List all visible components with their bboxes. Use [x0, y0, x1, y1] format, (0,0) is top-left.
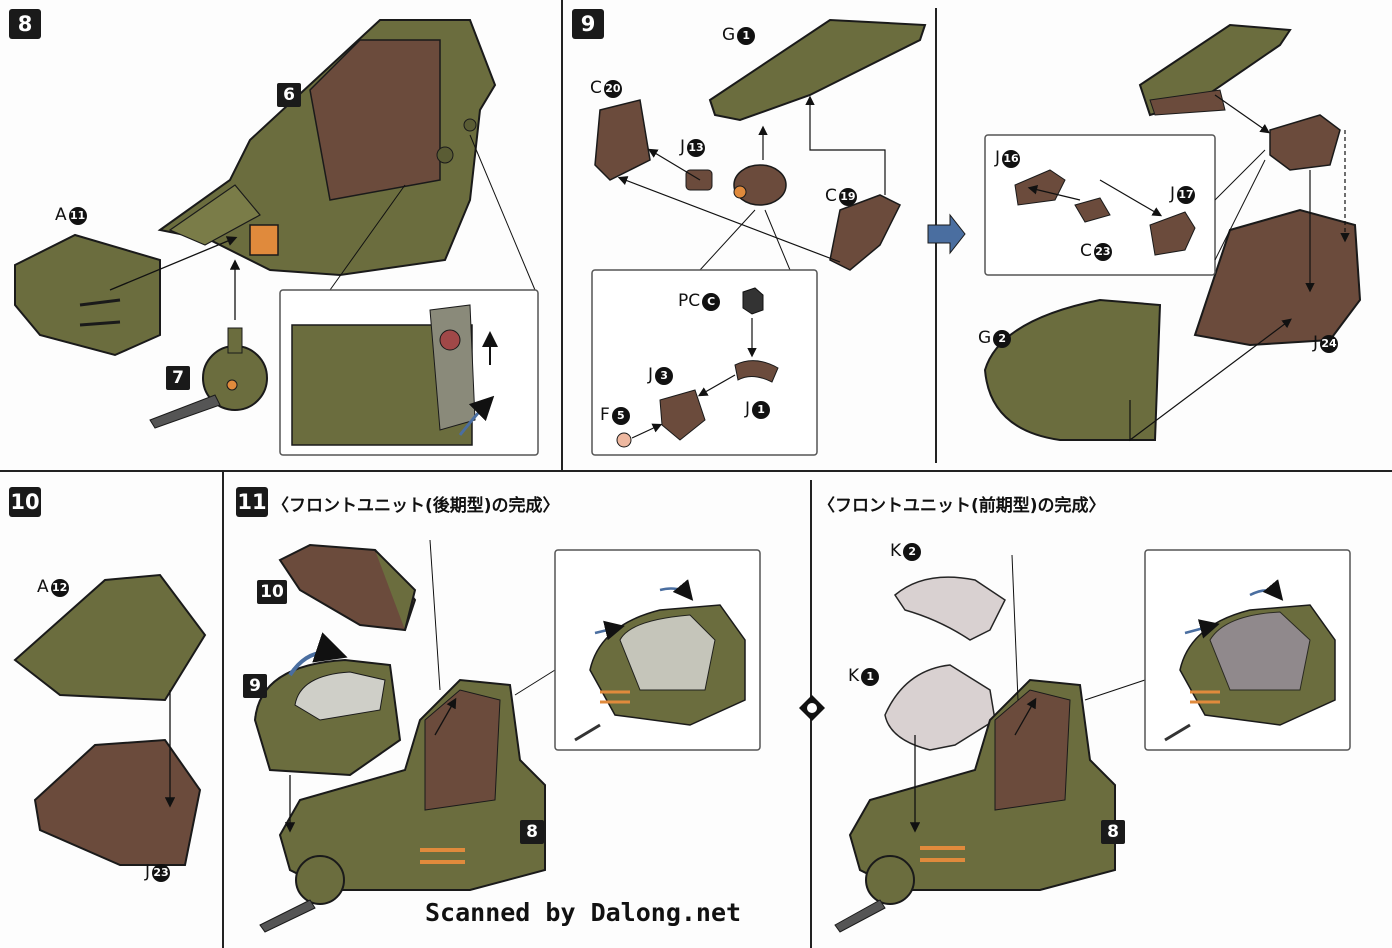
ref-step-8-late: 8: [520, 820, 544, 844]
step9-parts: [594, 99, 902, 271]
step8-leg-part: [149, 327, 268, 429]
divider-vertical-10-11: [222, 472, 224, 948]
ref-step-8-early: 8: [1101, 820, 1125, 844]
divider-horizontal: [0, 470, 1392, 472]
step11-early-inset: [1144, 549, 1351, 751]
step8-cockpit-body: [157, 19, 497, 277]
variant-or-mark: [799, 695, 825, 721]
scanner-watermark: Scanned by Dalong.net: [425, 898, 742, 927]
header-early-type: 〈フロントユニット(前期型)の完成〉: [818, 496, 1106, 516]
step-number-9: 9: [572, 9, 604, 39]
ref-step-7: 7: [166, 366, 190, 390]
ref-step-6: 6: [277, 83, 301, 107]
step-number-8: 8: [9, 9, 41, 39]
header-late-type: 〈フロントユニット(後期型)の完成〉: [272, 496, 560, 516]
next-arrow: [927, 213, 966, 255]
step11-early-body: [834, 678, 1116, 933]
step9-right-parts: [983, 23, 1362, 441]
step11-early-canopies: [884, 576, 1006, 751]
ref-step-9: 9: [243, 674, 267, 698]
step11-late-canopy: [253, 543, 417, 777]
step9-wing-g1: [708, 18, 927, 122]
step8-inset: [279, 289, 539, 456]
step-number-10: 10: [9, 487, 41, 517]
step11-late-inset: [554, 549, 761, 751]
step-number-11: 11: [236, 487, 268, 517]
step8-nose-part-a11: [14, 233, 161, 357]
ref-step-10: 10: [257, 580, 287, 604]
step10-parts: [13, 573, 207, 866]
divider-vertical-8-9: [561, 0, 563, 470]
step9-right-inset: [984, 134, 1216, 276]
